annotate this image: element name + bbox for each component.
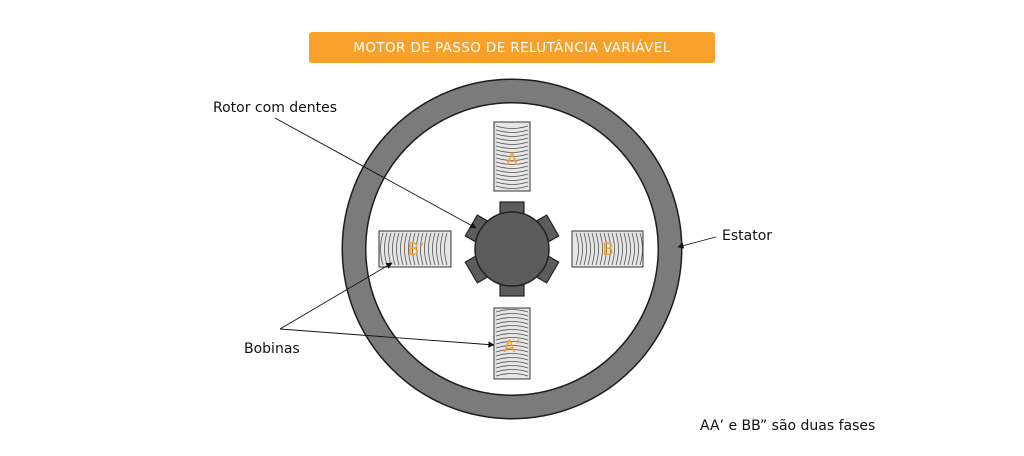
coil-b: B <box>571 230 644 268</box>
rotor-body <box>474 211 550 287</box>
stator-ring <box>343 80 681 418</box>
coils-arrow-b-prime <box>279 262 393 330</box>
coil-b-prime: B’ <box>378 230 452 268</box>
diagram-title: MOTOR DE PASSO DE RELUTÂNCIA VARIÁVEL <box>353 39 671 56</box>
rotor-label: Rotor com dentes <box>213 100 337 116</box>
coil-label-b-prime: B’ <box>407 240 424 260</box>
rotor-arrow <box>274 117 477 229</box>
coil-label-a: A <box>506 150 518 170</box>
stator-label: Estator <box>722 228 772 244</box>
stator-arrow <box>677 236 717 249</box>
coil-a: A <box>493 121 531 192</box>
coil-label-b: B <box>602 240 614 260</box>
coils-label: Bobinas <box>244 341 300 357</box>
title-banner: MOTOR DE PASSO DE RELUTÂNCIA VARIÁVEL <box>309 32 715 63</box>
coil-a-prime: A’ <box>493 307 531 380</box>
rotor <box>464 201 560 297</box>
phases-note: AA’ e BB” são duas fases <box>700 418 875 434</box>
coil-label-a-prime: A’ <box>503 337 520 357</box>
coils-arrow-a-prime <box>279 328 495 348</box>
